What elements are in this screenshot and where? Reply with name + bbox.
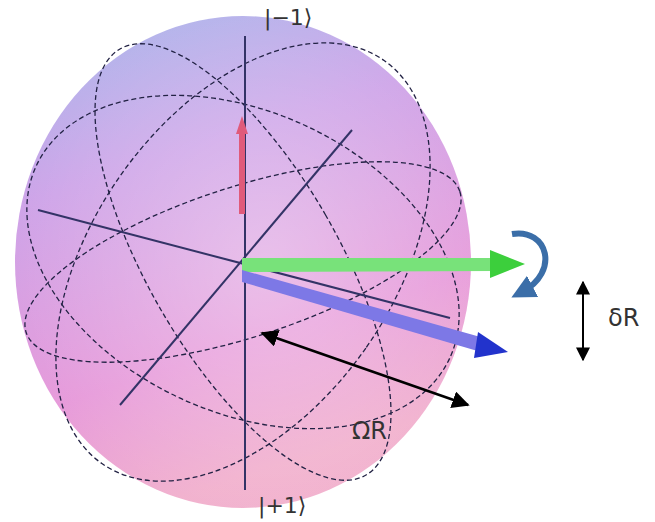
state-vectors xyxy=(236,116,525,358)
rabi-arrow xyxy=(262,333,468,405)
detuning-arrow xyxy=(582,282,584,360)
rotation-arrow xyxy=(512,233,545,292)
state-label: |+1⟩ xyxy=(258,494,306,518)
rabi-label: ΩR xyxy=(352,418,387,444)
state-label: |−1⟩ xyxy=(264,6,312,30)
detuning-label: δR xyxy=(608,305,639,331)
grid-circles xyxy=(0,0,513,522)
